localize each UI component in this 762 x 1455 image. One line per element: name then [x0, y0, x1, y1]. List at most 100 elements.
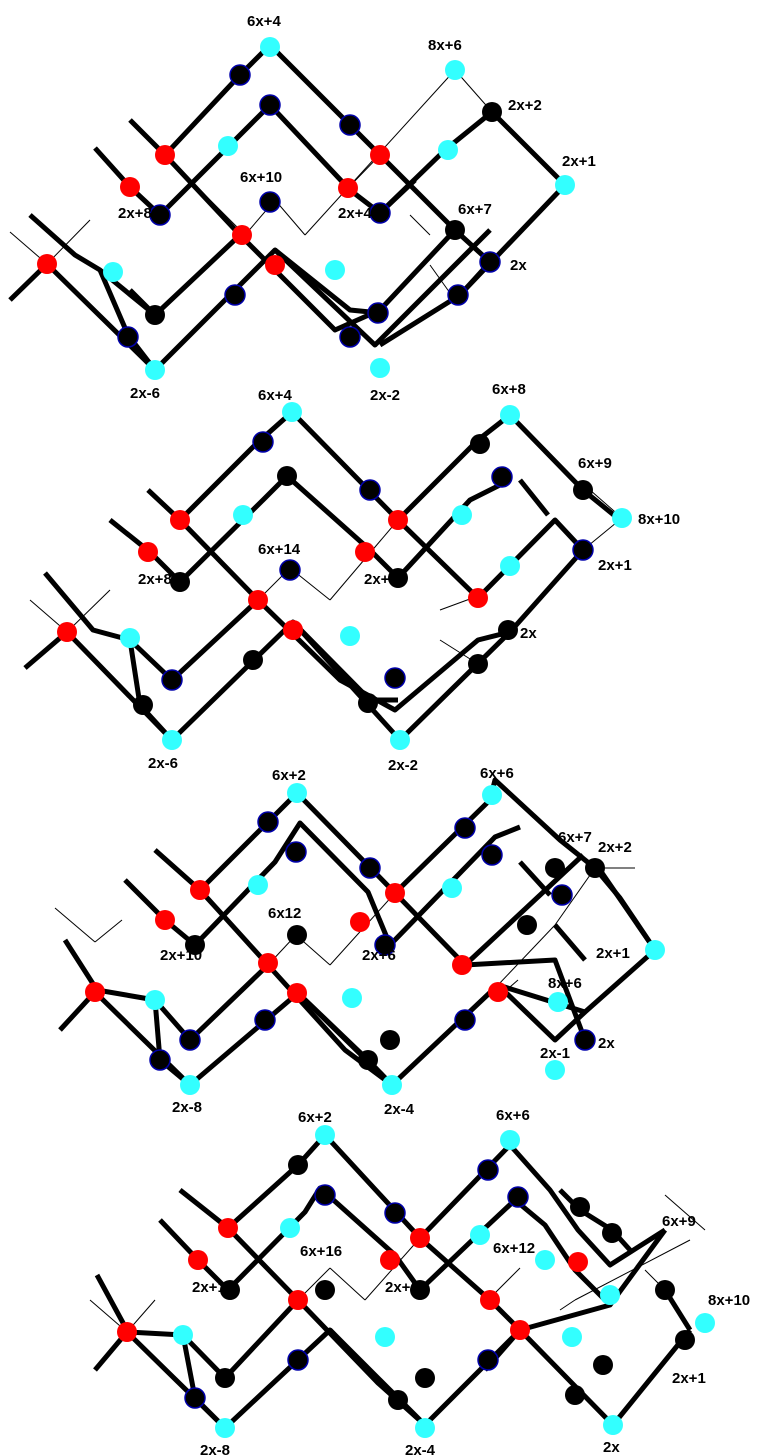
node: [162, 730, 182, 750]
node: [85, 982, 105, 1002]
node: [454, 1009, 476, 1031]
node: [288, 1290, 308, 1310]
node-label: 6x+2: [298, 1109, 332, 1126]
node-label: 6x+9: [662, 1213, 696, 1230]
node: [218, 136, 238, 156]
node: [57, 622, 77, 642]
node: [285, 841, 307, 863]
node: [233, 505, 253, 525]
node-label: 6x+12: [493, 1240, 535, 1257]
node: [224, 284, 246, 306]
node: [254, 1009, 276, 1031]
node: [155, 910, 175, 930]
node: [517, 915, 537, 935]
node: [279, 559, 301, 581]
node-label: 2x+10: [192, 1279, 234, 1296]
node-label: 2x+8: [138, 571, 172, 588]
node: [258, 953, 278, 973]
node: [500, 556, 520, 576]
node: [179, 1029, 201, 1051]
node: [612, 508, 632, 528]
node: [388, 510, 408, 530]
node: [498, 620, 518, 640]
panel-2-nodes: [57, 402, 632, 750]
node: [315, 1280, 335, 1300]
node: [370, 145, 390, 165]
node-label: 2x: [520, 625, 537, 642]
node: [415, 1418, 435, 1438]
node: [220, 1280, 240, 1300]
node: [470, 434, 490, 454]
node: [355, 542, 375, 562]
node: [103, 262, 123, 282]
node: [325, 260, 345, 280]
node-label: 2x+1: [596, 945, 630, 962]
node: [452, 505, 472, 525]
node-label: 2x+6: [385, 1279, 419, 1296]
panel-4-nodes: [117, 1125, 715, 1438]
node: [145, 360, 165, 380]
node: [384, 1202, 406, 1224]
panel-2-thick-lines: [23, 409, 622, 743]
node: [500, 1130, 520, 1150]
node: [445, 60, 465, 80]
node: [454, 817, 476, 839]
node-label: 6x+6: [480, 765, 514, 782]
node: [388, 568, 408, 588]
node-label: 2x+2: [508, 97, 542, 114]
node: [339, 114, 361, 136]
node-label: 2x+1: [672, 1370, 706, 1387]
node: [248, 590, 268, 610]
node-label: 6x+7: [458, 201, 492, 218]
panel-1-nodes: [37, 37, 575, 380]
node-label: 8x+10: [708, 1292, 750, 1309]
node-label: 8x+6: [548, 975, 582, 992]
node: [491, 466, 513, 488]
node: [442, 878, 462, 898]
node: [190, 880, 210, 900]
panel-3-labels: 6x+2 6x+6 6x+7 2x+2 6x12 2x+1 2x+10 2x+6…: [160, 765, 632, 1118]
node: [415, 1368, 435, 1388]
node: [535, 1250, 555, 1270]
node-label: 6x+7: [558, 829, 592, 846]
node: [350, 912, 370, 932]
node: [340, 626, 360, 646]
node: [374, 934, 396, 956]
node: [315, 1125, 335, 1145]
node: [117, 1322, 137, 1342]
node-label: 6x+2: [272, 767, 306, 784]
node: [375, 1327, 395, 1347]
node: [287, 983, 307, 1003]
node: [593, 1355, 613, 1375]
node: [287, 783, 307, 803]
node: [479, 251, 501, 273]
node-label: 2x-4: [384, 1101, 415, 1118]
panel-1: 6x+4 8x+6 2x+2 2x+1 6x+10 2x+8 2x+4 6x+7…: [8, 13, 596, 404]
node: [277, 466, 297, 486]
node: [342, 988, 362, 1008]
node-label: 2x-1: [540, 1045, 570, 1062]
node: [481, 844, 503, 866]
node: [215, 1418, 235, 1438]
panel-4-labels: 6x+2 6x+6 6x+16 6x+12 6x+9 8x+10 2x+10 2…: [192, 1107, 750, 1455]
node: [37, 254, 57, 274]
node: [280, 1218, 300, 1238]
panel-1-labels: 6x+4 8x+6 2x+2 2x+1 6x+10 2x+8 2x+4 6x+7…: [118, 13, 596, 404]
node: [359, 857, 381, 879]
node: [287, 1349, 309, 1371]
node: [507, 1186, 529, 1208]
node: [260, 37, 280, 57]
node-label: 6x+10: [240, 169, 282, 186]
node-label: 2x: [603, 1439, 620, 1455]
node: [145, 305, 165, 325]
node: [265, 255, 285, 275]
node-label: 2x-8: [200, 1442, 230, 1455]
node: [133, 695, 153, 715]
node: [138, 542, 158, 562]
node-label: 2x-2: [370, 387, 400, 404]
node: [380, 1030, 400, 1050]
node: [388, 1390, 408, 1410]
node: [218, 1218, 238, 1238]
panel-3-thick-lines: [58, 777, 658, 1088]
node: [252, 431, 274, 453]
